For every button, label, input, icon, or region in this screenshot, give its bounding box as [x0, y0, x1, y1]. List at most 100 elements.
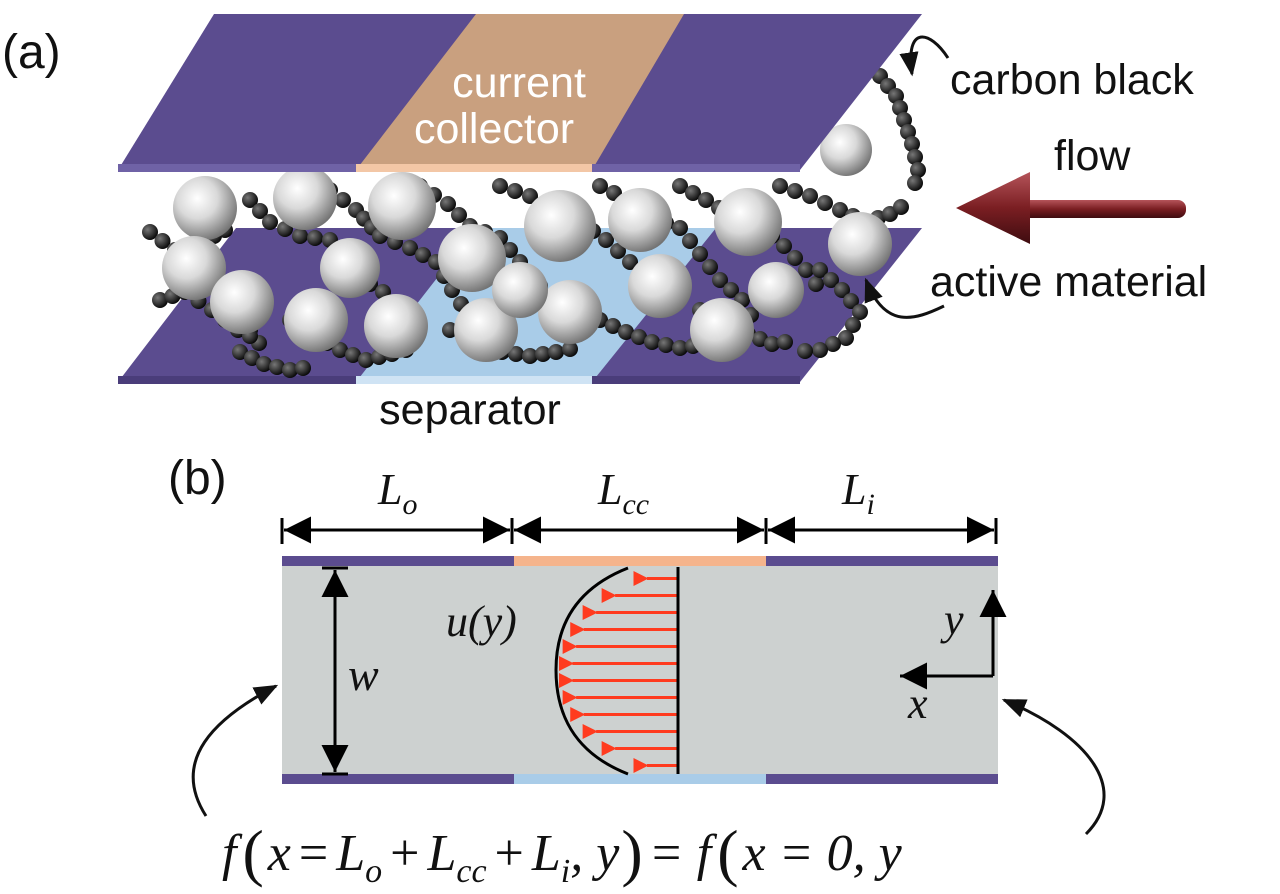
active-material-particle — [320, 238, 380, 298]
carbon-black-bead — [777, 334, 793, 350]
periodic-boundary-equation: f(x=Lo+Lcc+Li, y)= f(x = 0, y — [222, 817, 903, 890]
carbon-black-bead — [562, 341, 578, 357]
carbon-black-bead — [492, 178, 508, 194]
carbon-black-bead — [154, 233, 171, 249]
current-collector-strip — [356, 14, 684, 170]
carbon-black-bead — [631, 329, 647, 345]
carbon-black-bead — [358, 352, 374, 368]
left-boundary-pointer — [191, 684, 279, 817]
carbon-black-bead — [834, 282, 850, 298]
active-material-particle — [690, 298, 754, 362]
carbon-black-bead — [787, 183, 803, 199]
width-dimension — [321, 566, 349, 776]
carbon-black-bead — [507, 183, 523, 199]
right-boundary-pointer — [1001, 698, 1106, 836]
carbon-black-bead — [605, 318, 621, 334]
carbon-black-bead — [256, 356, 272, 372]
carbon-black-bead — [764, 336, 780, 352]
carbon-black-bead — [812, 262, 828, 278]
carbon-black-bead — [508, 346, 524, 362]
active-material-particle — [538, 280, 602, 344]
separator-label: separator — [379, 386, 561, 434]
active-material-particle — [828, 212, 892, 276]
carbon-black-bead — [852, 304, 868, 320]
carbon-black-bead — [845, 317, 861, 333]
active-material-particle — [273, 166, 337, 230]
carbon-black-bead — [658, 337, 674, 353]
velocity-label: u(y) — [446, 597, 517, 646]
carbon-black-pointer — [899, 35, 950, 77]
carbon-black-bead — [548, 344, 564, 360]
carbon-black-bead — [269, 359, 285, 375]
length-current-collector-label: Lcc — [597, 465, 649, 521]
panel-a-label: (a) — [2, 26, 61, 79]
active-material-particle — [748, 262, 804, 318]
carbon-black-bead — [904, 136, 920, 152]
carbon-black-bead — [598, 232, 614, 248]
carbon-black-bead — [292, 228, 308, 244]
carbon-black-bead — [402, 240, 418, 256]
carbon-black-bead — [618, 324, 634, 340]
carbon-black-bead — [522, 188, 538, 204]
current-collector-label-line1: current — [452, 59, 586, 107]
carbon-black-bead — [142, 224, 158, 240]
active-material-particle — [364, 294, 428, 358]
carbon-black-bead — [440, 196, 456, 212]
active-material-particle — [162, 236, 226, 300]
carbon-black-bead — [644, 334, 660, 350]
carbon-black-bead — [752, 331, 768, 347]
carbon-black-bead — [244, 350, 260, 366]
carbon-black-bead — [798, 262, 814, 278]
active-material-particle — [714, 188, 782, 256]
y-axis-label: y — [940, 595, 964, 644]
carbon-black-bead — [712, 272, 728, 288]
carbon-black-bead — [823, 272, 839, 288]
carbon-black-bead — [345, 347, 361, 363]
carbon-black-bead — [282, 362, 298, 378]
carbon-black-bead — [702, 259, 718, 275]
flow-arrow — [956, 172, 1186, 244]
carbon-black-bead — [502, 242, 518, 258]
channel-domain — [282, 558, 998, 784]
x-axis-label: x — [907, 679, 928, 728]
top-wall-inlet — [766, 556, 998, 566]
top-wall-current-collector — [514, 556, 766, 566]
active-material-particle — [210, 270, 274, 334]
active-material-particle — [438, 224, 506, 292]
carbon-black-bead — [776, 238, 792, 254]
carbon-black-bead — [723, 282, 739, 298]
carbon-black-bead — [415, 247, 431, 263]
top-plate: current collector — [118, 14, 922, 172]
carbon-black-bead — [838, 330, 854, 346]
flow-label: flow — [1054, 132, 1131, 180]
carbon-black-bead — [610, 243, 626, 259]
flow-arrow-head — [956, 172, 1030, 244]
carbon-black-bead — [672, 178, 688, 194]
carbon-black-bead — [907, 149, 923, 165]
carbon-black-bead — [802, 188, 818, 204]
carbon-black-bead — [808, 276, 824, 292]
panel-a: (a) current collector carbon black flow — [2, 14, 1207, 434]
active-material-particle — [284, 288, 348, 352]
dimension-lines — [280, 516, 998, 544]
carbon-black-bead — [332, 342, 348, 358]
panel-b: (b) Lo Lcc Li w — [168, 452, 1106, 890]
velocity-profile — [554, 566, 680, 776]
active-material-particle — [173, 176, 237, 240]
carbon-black-bead — [698, 192, 714, 208]
panel-b-label: (b) — [168, 452, 227, 505]
carbon-black-bead — [692, 246, 708, 262]
carbon-black-bead — [797, 343, 813, 359]
bottom-wall-outlet — [282, 774, 514, 784]
carbon-black-bead — [451, 207, 467, 223]
carbon-black-bead — [825, 336, 841, 352]
flow-arrow-shaft — [1020, 200, 1186, 218]
carbon-black-bead — [592, 178, 608, 194]
carbon-black-bead — [910, 162, 926, 178]
active-material-label: active material — [930, 258, 1207, 306]
parabolic-profile-curve — [554, 566, 629, 776]
current-collector-edge — [356, 164, 592, 172]
carbon-black-label: carbon black — [950, 56, 1194, 104]
carbon-black-bead — [817, 195, 833, 211]
